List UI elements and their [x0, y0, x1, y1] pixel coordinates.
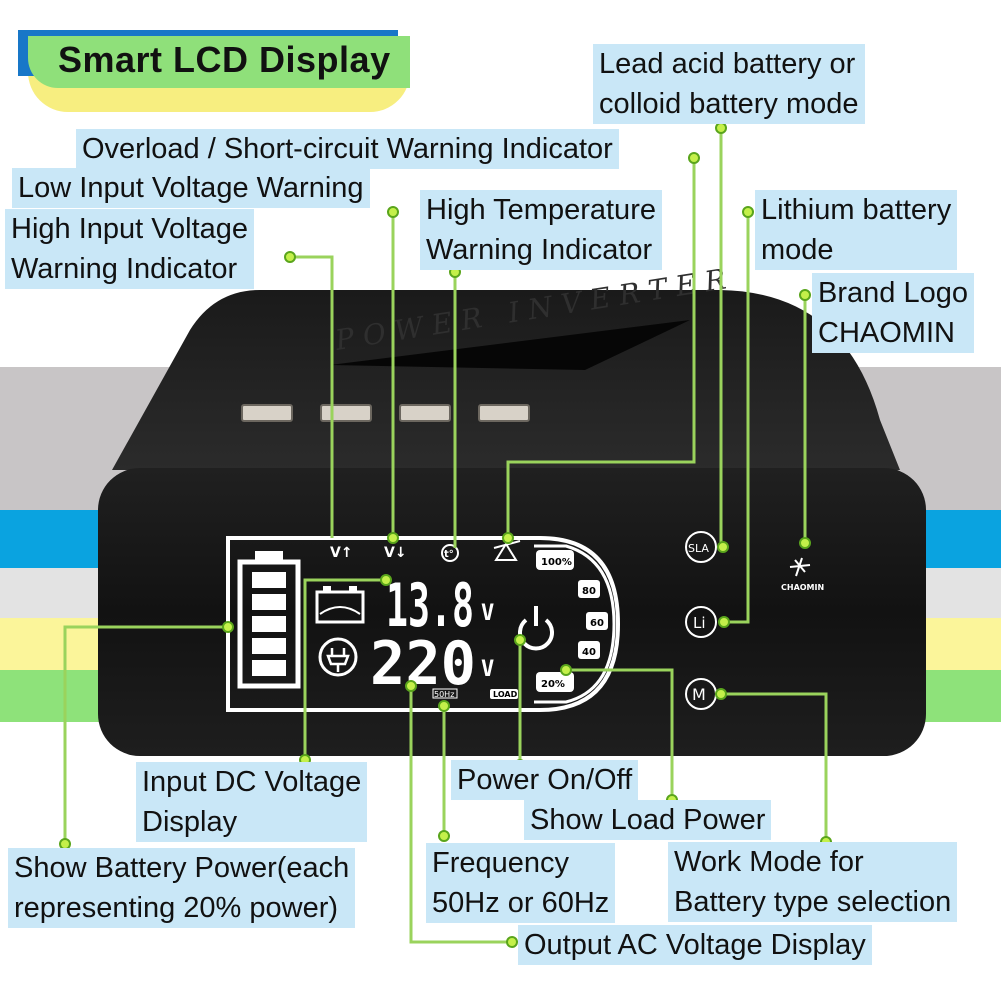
svg-text:M: M — [692, 685, 706, 704]
usb-port — [320, 404, 372, 422]
temperature-icon — [441, 544, 459, 562]
battery-bar — [252, 660, 286, 676]
output-voltage-readout: 220 — [370, 629, 476, 699]
usb-port — [399, 404, 451, 422]
callout-load-power: Show Load Power — [524, 800, 772, 840]
input-voltage-readout: 13.8 — [386, 571, 474, 641]
battery-icon — [315, 586, 365, 624]
overload-icon — [493, 540, 521, 561]
leader-lines — [63, 128, 828, 944]
callout-high-temp: High Temperature Warning Indicator — [420, 190, 662, 270]
banner: Smart LCD Display — [18, 30, 412, 114]
load-scale: 100% 80 60 40 20% — [534, 544, 616, 704]
low-voltage-icon: V↓ — [384, 545, 407, 561]
banner-title: Smart LCD Display — [58, 39, 391, 80]
leader-dots — [59, 122, 832, 948]
frequency-badge: 50Hz — [434, 690, 454, 699]
svg-text:t°: t° — [444, 549, 454, 560]
brand-logo: CHAOMIN — [781, 557, 824, 592]
lcd-panel: 13.8 V 220 V 50Hz LOAD 100% 80 60 40 20% — [226, 536, 621, 712]
callout-high-input: High Input Voltage Warning Indicator — [5, 209, 255, 289]
input-voltage-unit: V — [481, 601, 494, 626]
load-badge: LOAD — [493, 690, 518, 699]
li-button: Li — [685, 606, 717, 638]
callout-output-ac: Output AC Voltage Display — [518, 925, 872, 965]
callout-battery-power: Show Battery Power(each representing 20%… — [8, 848, 356, 928]
callout-power-onoff: Power On/Off — [451, 760, 639, 800]
battery-bar — [252, 616, 286, 632]
load-scale-20: 20% — [541, 679, 565, 690]
load-scale-80: 80 — [582, 586, 596, 597]
callout-input-dc: Input DC Voltage Display — [136, 762, 368, 842]
sla-button: SLA — [685, 531, 717, 563]
load-scale-40: 40 — [582, 647, 596, 658]
brand-logo-text: CHAOMIN — [781, 583, 824, 592]
callout-overload: Overload / Short-circuit Warning Indicat… — [76, 129, 619, 169]
high-voltage-icon: V↑ — [330, 545, 353, 561]
battery-bar — [252, 638, 286, 654]
lcd-frame — [226, 536, 621, 712]
top-print-swoosh — [330, 320, 690, 370]
load-scale-60: 60 — [590, 618, 604, 629]
callout-lithium: Lithium battery mode — [755, 190, 958, 270]
power-icon — [518, 606, 554, 651]
usb-port — [241, 404, 293, 422]
svg-text:Li: Li — [693, 614, 706, 632]
callout-lead-acid: Lead acid battery or colloid battery mod… — [593, 44, 865, 124]
banner-green — [28, 36, 410, 88]
callout-work-mode: Work Mode for Battery type selection — [668, 842, 958, 922]
battery-gauge — [237, 551, 301, 689]
battery-bar — [252, 572, 286, 588]
callout-low-input: Low Input Voltage Warning — [12, 168, 370, 208]
load-scale-100: 100% — [541, 557, 572, 568]
device-front — [98, 468, 926, 756]
callout-brand-logo: Brand Logo CHAOMIN — [812, 273, 974, 353]
plug-icon — [318, 637, 358, 677]
output-voltage-unit: V — [481, 657, 494, 682]
battery-bar — [252, 594, 286, 610]
svg-text:SLA: SLA — [688, 542, 709, 555]
usb-port — [478, 404, 530, 422]
callout-frequency: Frequency 50Hz or 60Hz — [426, 843, 616, 923]
device-top — [112, 290, 900, 470]
